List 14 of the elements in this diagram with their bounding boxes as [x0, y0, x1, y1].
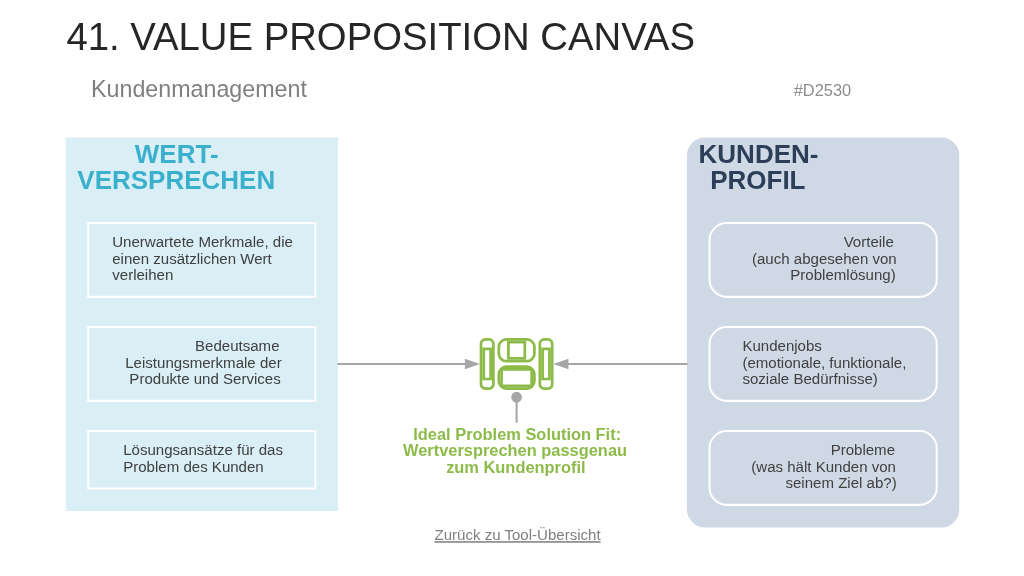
node-box: Lösungsansätze für das Problem des Kunden — [86, 429, 316, 490]
connector — [510, 391, 522, 423]
label: Zurück zu Tool-Übersicht — [434, 526, 601, 544]
node-box: Bedeutsame Leistungsmerkmale der Produkte und Services — [86, 325, 316, 402]
arrow — [552, 358, 688, 370]
label: #D2530 — [793, 80, 851, 99]
diagram-title: 41. VALUE PROPOSITION CANVAS — [65, 14, 695, 58]
arrow — [336, 358, 480, 370]
node-text: Ideal Problem Solution Fit: Wertversprechen passgenau zum Kundenprofil — [402, 425, 627, 476]
node-box: Unerwartete Merkmale, die einen zusätzlichen Wert verleihen — [86, 221, 316, 298]
node-box: Vorteile (auch abgesehen von Problemlösung) — [708, 221, 938, 298]
label: Kundenmanagement — [90, 76, 307, 103]
node-box: Kundenjobs (emotionale, funktionale, soziale Bedürfnisse) — [708, 325, 938, 402]
node-box: Probleme (was hält Kunden von seinem Ziel ab?) — [708, 429, 938, 506]
